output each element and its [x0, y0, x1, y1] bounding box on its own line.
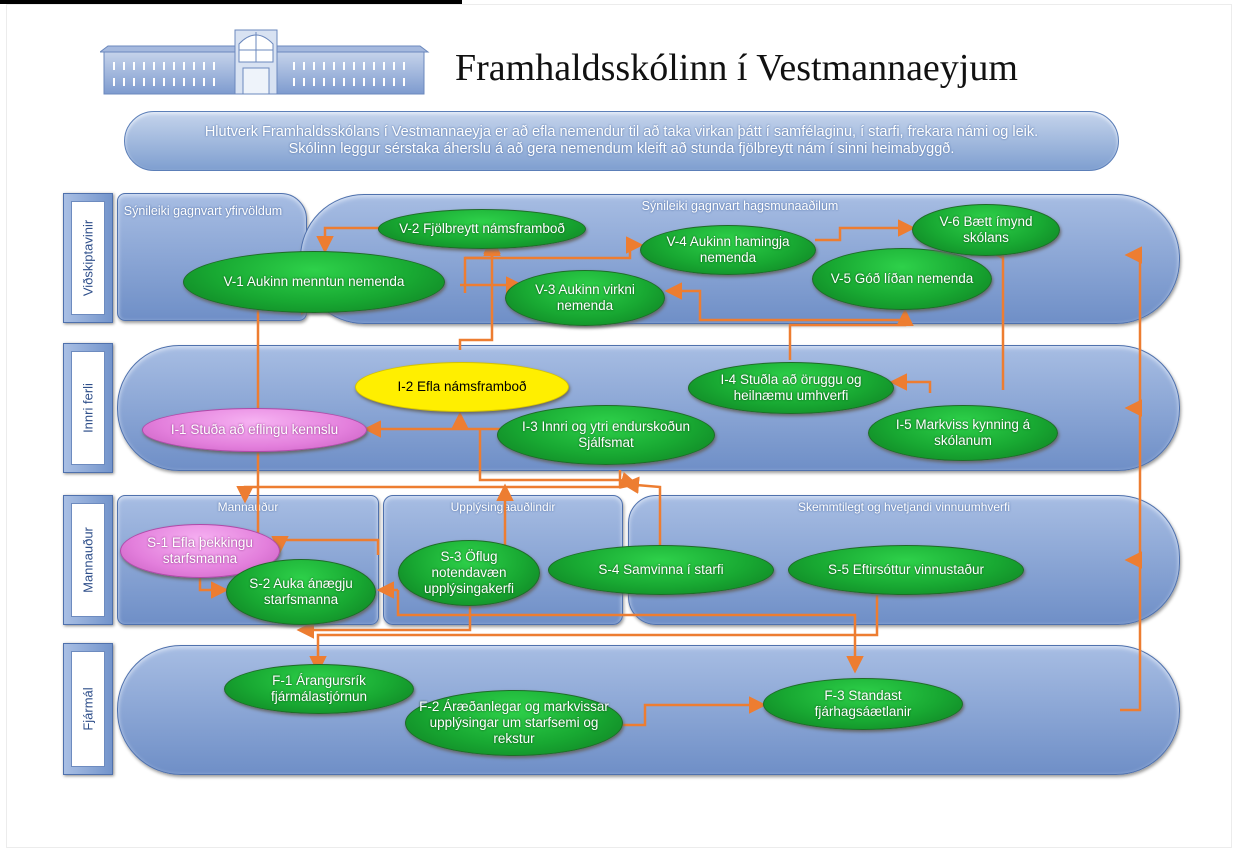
top-bar [0, 0, 462, 4]
node-v4[interactable]: V-4 Aukinn hamingja nemenda [640, 225, 816, 275]
perspective-tab-finance: Fjármál [63, 643, 113, 775]
page-frame [6, 4, 1232, 848]
mission-line-2: Skólinn leggur sérstaka áherslu á að ger… [288, 141, 955, 157]
node-v2[interactable]: V-2 Fjölbreytt námsframboð [378, 209, 586, 249]
node-v6[interactable]: V-6 Bætt ímynd skólans [912, 204, 1060, 256]
node-f3[interactable]: F-3 Standast fjárhagsáætlanir [763, 678, 963, 730]
perspective-label: Mannauður [80, 527, 96, 593]
school-building-logo [100, 29, 430, 95]
node-f2[interactable]: F-2 Áræðanlegar og markvissar upplýsinga… [405, 690, 623, 756]
lane-label: Sýnileiki gagnvart yfirvöldum [123, 204, 283, 218]
perspective-tab-internal: Innri ferli [63, 343, 113, 473]
node-s3[interactable]: S-3 Öflug notendavæn upplýsingakerfi [398, 540, 540, 606]
lane-label: Sýnileiki gagnvart hagsmunaaðilum [641, 199, 839, 213]
lane-label: Skemmtilegt og hvetjandi vinnuumhverfi [797, 500, 1011, 514]
perspective-tab-people: Mannauður [63, 495, 113, 625]
node-s5[interactable]: S-5 Eftirsóttur vinnustaður [788, 545, 1024, 595]
node-i3[interactable]: I-3 Innri og ytri endurskoðun Sjálfsmat [497, 405, 715, 465]
node-i4[interactable]: I-4 Stuðla að öruggu og heilnæmu umhverf… [688, 362, 894, 414]
node-s2[interactable]: S-2 Auka ánægju starfsmanna [226, 559, 376, 625]
node-v1[interactable]: V-1 Aukinn menntun nemenda [183, 251, 445, 313]
node-s4[interactable]: S-4 Samvinna í starfi [548, 545, 774, 595]
node-f1[interactable]: F-1 Árangursrík fjármálastjórnun [224, 664, 414, 714]
perspective-label: Innri ferli [80, 383, 96, 433]
lane-label: Mannauður [217, 500, 279, 514]
page-title: Framhaldsskólinn í Vestmannaeyjum [455, 47, 1018, 89]
mission-line-1: Hlutverk Framhaldsskólans í Vestmannaeyj… [204, 124, 1039, 140]
node-v5[interactable]: V-5 Góð líðan nemenda [812, 248, 992, 310]
node-v3[interactable]: V-3 Aukinn virkni nemenda [505, 270, 665, 326]
node-i5[interactable]: I-5 Markviss kynning á skólanum [868, 405, 1058, 461]
node-i1[interactable]: I-1 Stuða að eflingu kennslu [142, 408, 367, 452]
perspective-label: Fjármál [80, 687, 96, 731]
node-i2[interactable]: I-2 Efla námsframboð [355, 362, 569, 412]
perspective-tab-customers: Viðskiptavinir [63, 193, 113, 323]
lane-label: Upplýsingaauðlindir [450, 500, 556, 514]
mission-statement: Hlutverk Framhaldsskólans í Vestmannaeyj… [124, 111, 1119, 171]
perspective-label: Viðskiptavinir [80, 219, 96, 297]
